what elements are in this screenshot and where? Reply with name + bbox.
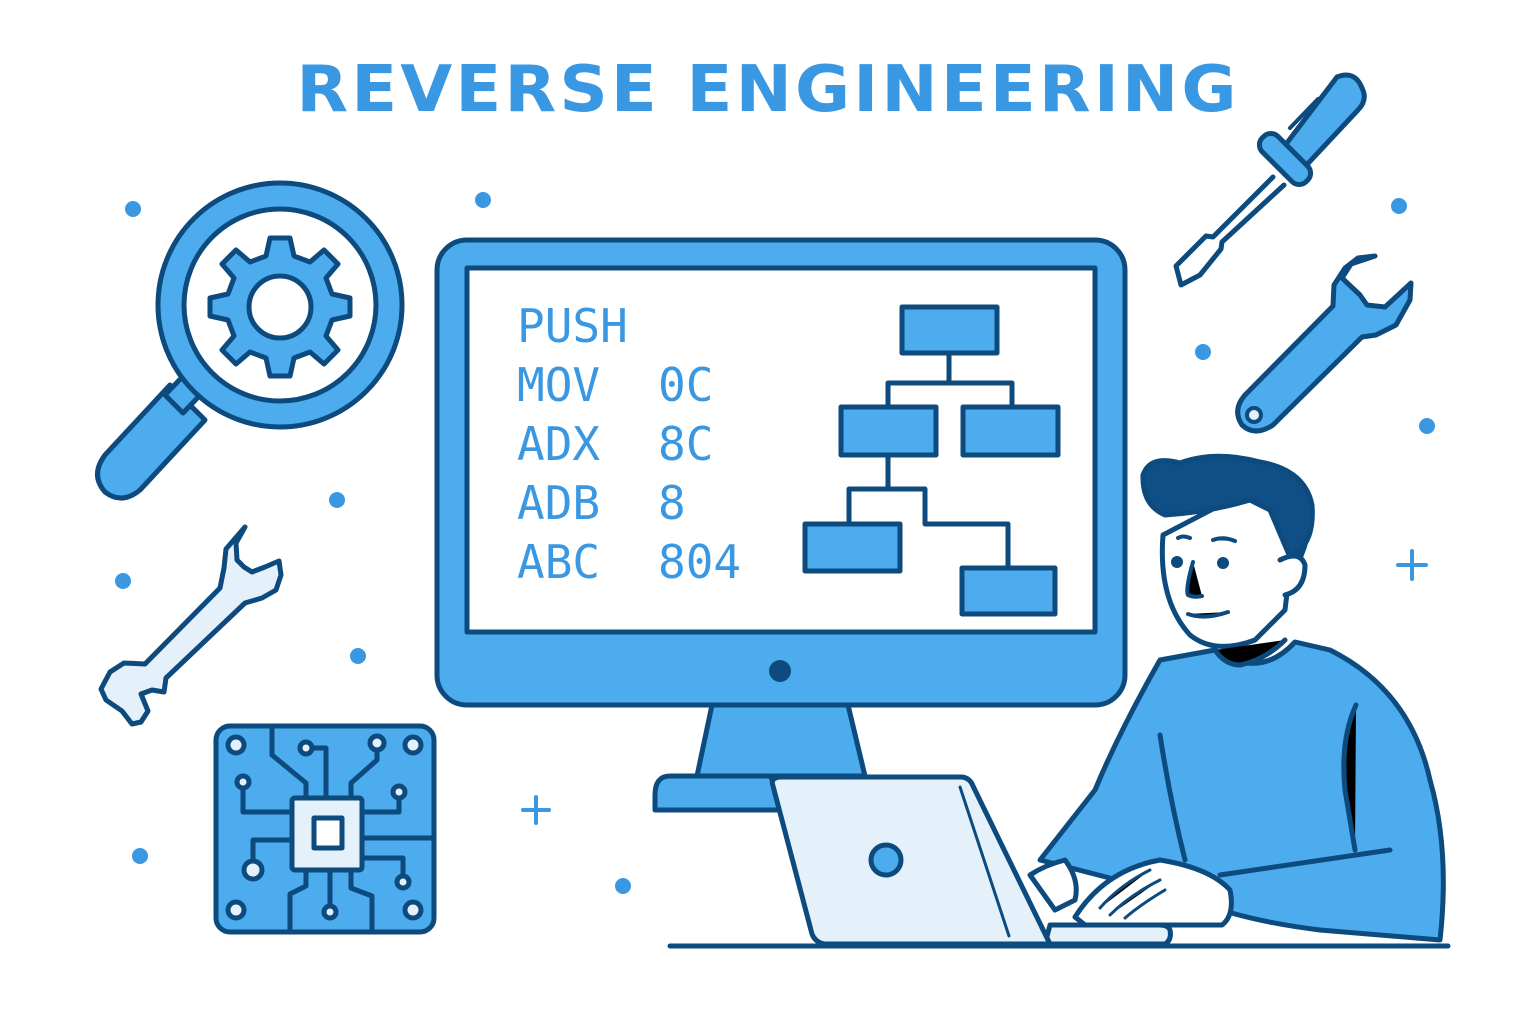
person-illustration [1027,453,1446,943]
circuit-chip-icon [213,723,437,935]
dot-decoration [329,492,345,508]
plus-icon [521,795,551,825]
dot-decoration [125,201,141,217]
laptop-lid [769,774,1053,947]
dot-decoration [1391,198,1407,214]
dot-decoration [350,648,366,664]
flowchart-node [959,565,1058,617]
dot-decoration [475,192,491,208]
code-operand: 8C [658,417,713,471]
plus-decorations [521,549,1428,825]
code-operand: 8 [658,476,686,530]
flowchart-node [838,404,939,458]
code-opcode: ADB [517,476,600,530]
monitor-stand [694,702,868,779]
magnifier-gear-icon [95,180,405,501]
person-hair [1140,453,1315,560]
laptop-logo-icon [868,842,904,878]
magnifier-handle [95,382,208,501]
plus-icon [1396,549,1428,581]
code-opcode: ABC [517,535,600,589]
code-opcode: MOV [517,358,600,412]
code-opcode: ADX [517,417,600,471]
screwdriver-icon [1173,72,1367,288]
wrench-icon [1235,253,1414,434]
decorative-dots [115,192,1435,894]
wrench-icon [98,524,284,727]
code-operand: 0C [658,358,713,412]
dot-decoration [1195,344,1211,360]
laptop-icon [769,774,1173,947]
flowchart-diagram [802,304,1061,617]
dot-decoration [615,878,631,894]
monitor-camera-icon [769,660,791,682]
flowchart-node [802,521,903,574]
dot-decoration [1419,418,1435,434]
page-title: REVERSE ENGINEERING [296,53,1240,127]
flowchart-node [899,304,1000,356]
flowchart-node [960,404,1061,458]
person-face [1159,482,1308,649]
code-opcode: PUSH [517,299,628,353]
monitor-base [652,773,793,813]
dot-decoration [132,848,148,864]
laptop-keyboard [1042,922,1173,947]
dot-decoration [115,573,131,589]
code-operand: 804 [658,535,741,589]
person-hand [1072,857,1234,928]
